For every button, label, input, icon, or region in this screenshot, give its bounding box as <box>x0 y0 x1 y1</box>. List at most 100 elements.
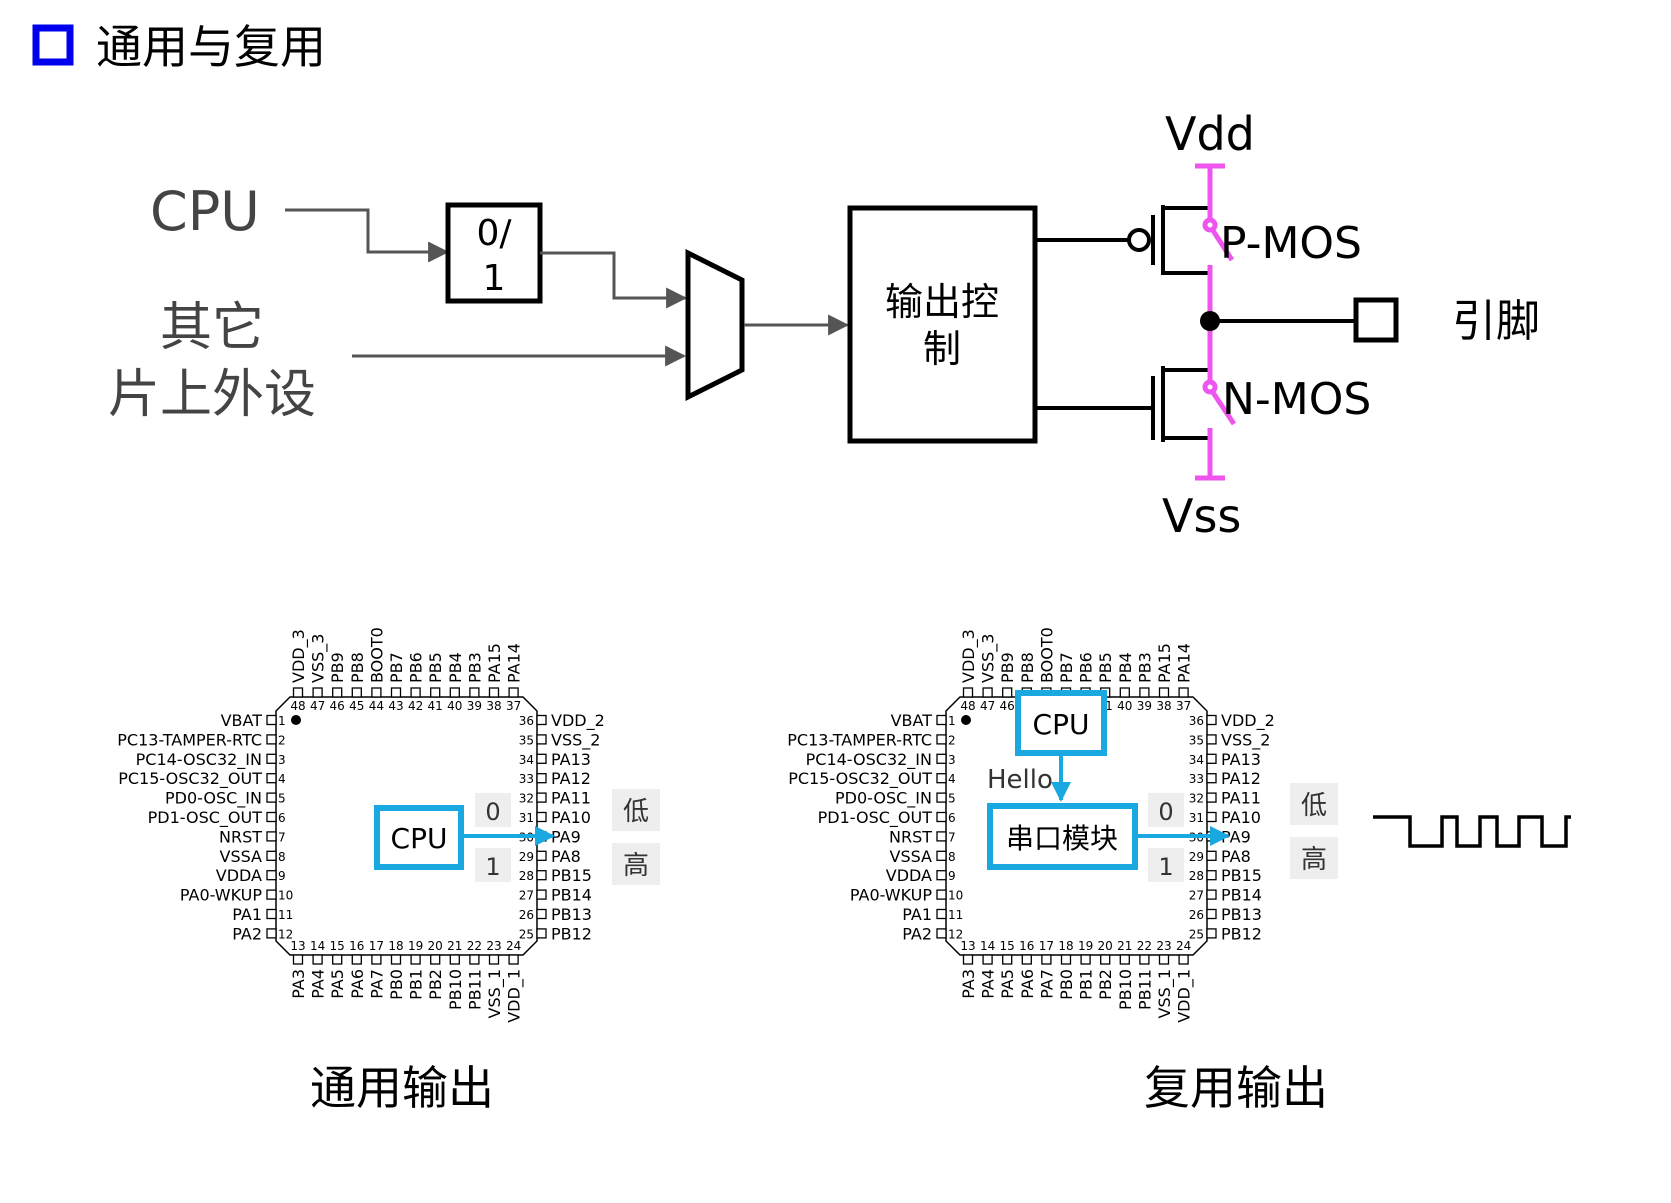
pin-label: PC15-OSC32_OUT <box>788 769 932 789</box>
pin-number: 35 <box>1189 733 1204 747</box>
uart-box <box>987 803 1138 870</box>
pin-label: PA14 <box>1175 643 1194 683</box>
pin-label: NRST <box>219 827 262 846</box>
pin-number: 17 <box>1039 939 1054 953</box>
pin-label: PB8 <box>348 652 367 683</box>
pin-label: PB3 <box>465 652 484 683</box>
pin-label: NRST <box>889 827 932 846</box>
pin-number: 16 <box>349 939 364 953</box>
pin-number: 4 <box>278 772 286 786</box>
pin-label: PD0-OSC_IN <box>165 789 262 809</box>
pin-label: PB12 <box>551 924 592 943</box>
pin-number: 8 <box>948 850 956 864</box>
pin-label: PC13-TAMPER-RTC <box>787 730 932 749</box>
alternate-output-overlay: CPU Hello 串口模块 0 1 低 高 复用输出 <box>987 690 1571 1115</box>
chip-pin <box>1206 753 1217 764</box>
pin-label: PB1 <box>1077 969 1096 1000</box>
pin-number: 23 <box>486 939 501 953</box>
latch-label-top: 0/ <box>476 213 512 254</box>
pin-number: 11 <box>948 908 963 922</box>
chip-pin <box>266 792 277 803</box>
pin-label: VSSA <box>220 847 263 866</box>
low-label: 低 <box>623 797 649 827</box>
pin-number: 34 <box>519 753 534 767</box>
pin-label: PA3 <box>289 969 308 999</box>
chip-pin <box>982 954 993 965</box>
chip-pin <box>488 687 500 698</box>
pin-number: 26 <box>1189 908 1204 922</box>
pin-number: 29 <box>519 850 534 864</box>
pmos-label: P-MOS <box>1220 218 1362 269</box>
chip-pin <box>1158 687 1170 698</box>
chip-pin <box>962 954 974 965</box>
chip-pin <box>1178 687 1189 698</box>
pin-label: VSS_1 <box>485 969 505 1018</box>
pin-label: PB7 <box>1057 652 1076 683</box>
pin-label: PB13 <box>551 905 592 924</box>
chip-pin <box>536 889 547 900</box>
pin-number: 46 <box>1000 699 1015 713</box>
chip-pin <box>312 954 323 965</box>
chip-pin <box>1158 954 1170 965</box>
chip-pin <box>266 753 277 764</box>
pin-number: 15 <box>1000 939 1015 953</box>
pin-label: PB11 <box>1135 969 1154 1010</box>
general-output-caption: 通用输出 <box>310 1061 494 1115</box>
pin-number: 34 <box>1189 753 1204 767</box>
chip-pin <box>488 954 500 965</box>
pin-label: PB7 <box>387 652 406 683</box>
pin-label: VDD_3 <box>959 629 979 683</box>
pin-label: PA0-WKUP <box>180 886 262 905</box>
pin-number: 3 <box>278 753 286 767</box>
pin-number: 11 <box>278 908 293 922</box>
nmos-source <box>1163 436 1212 478</box>
pin-label: PA15 <box>485 643 504 683</box>
latch-box <box>445 202 543 304</box>
chip-pin <box>410 954 421 965</box>
pin-label: PD1-OSC_OUT <box>818 808 933 828</box>
pin-label: PA13 <box>1221 750 1261 769</box>
chip-pin <box>1139 687 1150 698</box>
cpu-label: CPU <box>150 180 260 243</box>
pin-number: 7 <box>278 830 286 844</box>
chip-pin <box>936 850 947 861</box>
zero-chip <box>1148 793 1184 827</box>
zero-label: 0 <box>485 798 500 826</box>
pin-number: 12 <box>948 927 963 941</box>
cpu-box-label: CPU <box>391 822 448 855</box>
pin-label: PC14-OSC32_IN <box>136 750 262 770</box>
chip-pin <box>936 870 947 881</box>
chip-pin <box>1206 792 1217 803</box>
chip-pin <box>1206 714 1217 726</box>
pin-label: PA15 <box>1155 643 1174 683</box>
high-label: 高 <box>623 851 649 881</box>
pin-number: 18 <box>388 939 403 953</box>
pin-number: 1 <box>278 714 286 728</box>
chip-pin <box>1100 954 1111 965</box>
pin-label: VDDA <box>886 866 932 885</box>
pin-number: 42 <box>408 699 423 713</box>
chip-pin <box>1206 928 1217 939</box>
chip-pin <box>1002 954 1013 965</box>
pmos-gate-bubble <box>1127 228 1151 252</box>
chip-pin <box>936 734 947 745</box>
chip-pin <box>1060 954 1072 965</box>
pin-label: PB10 <box>446 969 465 1010</box>
pin-number: 9 <box>948 869 956 883</box>
one-label: 1 <box>1158 853 1173 881</box>
pin-number: 19 <box>408 939 423 953</box>
chip-pin <box>1119 954 1130 965</box>
pin-number: 40 <box>447 699 462 713</box>
chip-pin <box>266 811 277 823</box>
pin-number: 31 <box>519 811 534 825</box>
chip-pin <box>1206 773 1217 784</box>
pin-label: PA9 <box>551 827 581 846</box>
other-peripherals-line2: 片上外设 <box>108 365 316 425</box>
pin-number: 12 <box>278 927 293 941</box>
pin-number: 2 <box>278 733 286 747</box>
pin-label: PA0-WKUP <box>850 886 932 905</box>
pin-label: VDDA <box>216 866 262 885</box>
pin-number: 3 <box>948 753 956 767</box>
low-label: 低 <box>1301 791 1327 821</box>
chip-general-output: 1VBAT2PC13-TAMPER-RTC3PC14-OSC32_IN4PC15… <box>117 627 605 1023</box>
